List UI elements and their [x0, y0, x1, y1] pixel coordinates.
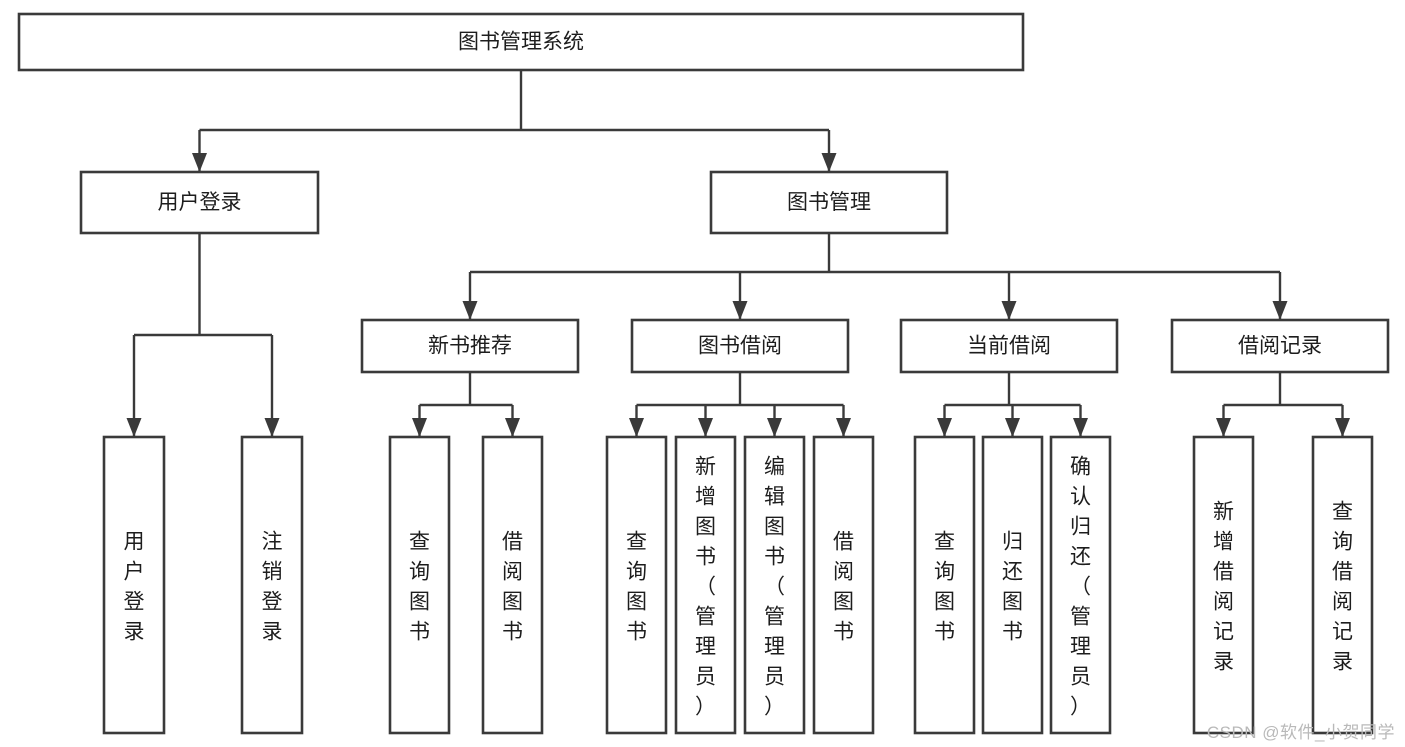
node-box: [899, 318, 1119, 374]
node-leaf-edit-book[interactable]: 编辑图书（管理员）: [743, 435, 806, 735]
node-leaf-query-book-2[interactable]: 查询图书: [605, 435, 668, 735]
node-box: [79, 170, 320, 235]
node-box: [388, 435, 451, 735]
node-label: 新增图书（管理员）: [695, 455, 716, 718]
arrow-head-icon: [1001, 301, 1017, 320]
connector-layer: [126, 70, 1350, 437]
node-book-manage[interactable]: 图书管理: [709, 170, 949, 235]
node-leaf-add-record[interactable]: 新增借阅记录: [1192, 435, 1255, 735]
node-label: 新增借阅记录: [1213, 500, 1234, 673]
node-user-login[interactable]: 用户登录: [79, 170, 320, 235]
node-label: 当前借阅: [967, 335, 1051, 358]
node-book-borrow[interactable]: 图书借阅: [630, 318, 850, 374]
csdn-watermark: CSDN @软件_小贺同学: [1206, 723, 1395, 742]
arrow-head-icon: [192, 153, 207, 172]
node-borrow-record[interactable]: 借阅记录: [1170, 318, 1390, 374]
node-leaf-query-book-1[interactable]: 查询图书: [388, 435, 451, 735]
arrow-head-icon: [1335, 418, 1350, 437]
node-label: 新书推荐: [428, 335, 512, 358]
node-box: [481, 435, 544, 735]
node-label: 注销登录: [262, 530, 283, 643]
node-label: 查询图书: [626, 530, 647, 643]
node-box: [360, 318, 580, 374]
node-box: [1311, 435, 1374, 735]
node-leaf-query-record[interactable]: 查询借阅记录: [1311, 435, 1374, 735]
node-label: 编辑图书（管理员）: [764, 455, 785, 718]
arrow-head-icon: [126, 418, 142, 437]
arrow-head-icon: [1073, 418, 1088, 437]
node-box: [812, 435, 875, 735]
node-leaf-borrow-book-1[interactable]: 借阅图书: [481, 435, 544, 735]
node-box: [674, 435, 737, 735]
node-box: [630, 318, 850, 374]
node-label: 用户登录: [158, 191, 242, 214]
node-label: 图书管理系统: [458, 31, 584, 54]
node-label: 图书借阅: [698, 335, 782, 358]
node-leaf-query-book-3[interactable]: 查询图书: [913, 435, 976, 735]
arrow-head-icon: [629, 418, 644, 437]
node-box: [1192, 435, 1255, 735]
node-box: [743, 435, 806, 735]
arrow-head-icon: [412, 418, 427, 437]
arrow-head-icon: [937, 418, 952, 437]
arrow-head-icon: [1005, 418, 1020, 437]
node-label: 查询借阅记录: [1332, 500, 1353, 673]
node-box: [913, 435, 976, 735]
node-label: 查询图书: [409, 530, 430, 643]
node-box: [102, 435, 166, 735]
node-current-borrow[interactable]: 当前借阅: [899, 318, 1119, 374]
arrow-head-icon: [767, 418, 782, 437]
arrow-head-icon: [462, 301, 478, 320]
node-root[interactable]: 图书管理系统: [17, 12, 1025, 72]
node-layer: 图书管理系统用户登录图书管理新书推荐图书借阅当前借阅借阅记录用户登录注销登录查询…: [17, 12, 1390, 735]
node-box: [1049, 435, 1112, 735]
arrow-head-icon: [1216, 418, 1231, 437]
node-box: [981, 435, 1044, 735]
node-label: 查询图书: [934, 530, 955, 643]
node-leaf-borrow-book-2[interactable]: 借阅图书: [812, 435, 875, 735]
node-leaf-return-book[interactable]: 归还图书: [981, 435, 1044, 735]
node-new-book-recommend[interactable]: 新书推荐: [360, 318, 580, 374]
node-label: 借阅图书: [502, 530, 523, 643]
node-label: 借阅记录: [1238, 335, 1322, 358]
node-leaf-add-book[interactable]: 新增图书（管理员）: [674, 435, 737, 735]
node-box: [709, 170, 949, 235]
arrow-head-icon: [1272, 301, 1288, 320]
node-label: 借阅图书: [833, 530, 854, 643]
node-label: 用户登录: [124, 530, 145, 643]
arrow-head-icon: [505, 418, 520, 437]
node-leaf-user-logout[interactable]: 注销登录: [240, 435, 304, 735]
node-box: [17, 12, 1025, 72]
arrow-head-icon: [836, 418, 851, 437]
node-leaf-confirm-return[interactable]: 确认归还（管理员）: [1049, 435, 1112, 735]
node-box: [1170, 318, 1390, 374]
arrow-head-icon: [698, 418, 713, 437]
node-box: [605, 435, 668, 735]
node-label: 图书管理: [787, 191, 871, 214]
arrow-head-icon: [821, 153, 837, 172]
arrow-head-icon: [264, 418, 280, 437]
arrow-head-icon: [732, 301, 748, 320]
node-label: 确认归还（管理员）: [1070, 455, 1091, 718]
node-box: [240, 435, 304, 735]
node-leaf-user-login[interactable]: 用户登录: [102, 435, 166, 735]
node-label: 归还图书: [1002, 530, 1023, 643]
